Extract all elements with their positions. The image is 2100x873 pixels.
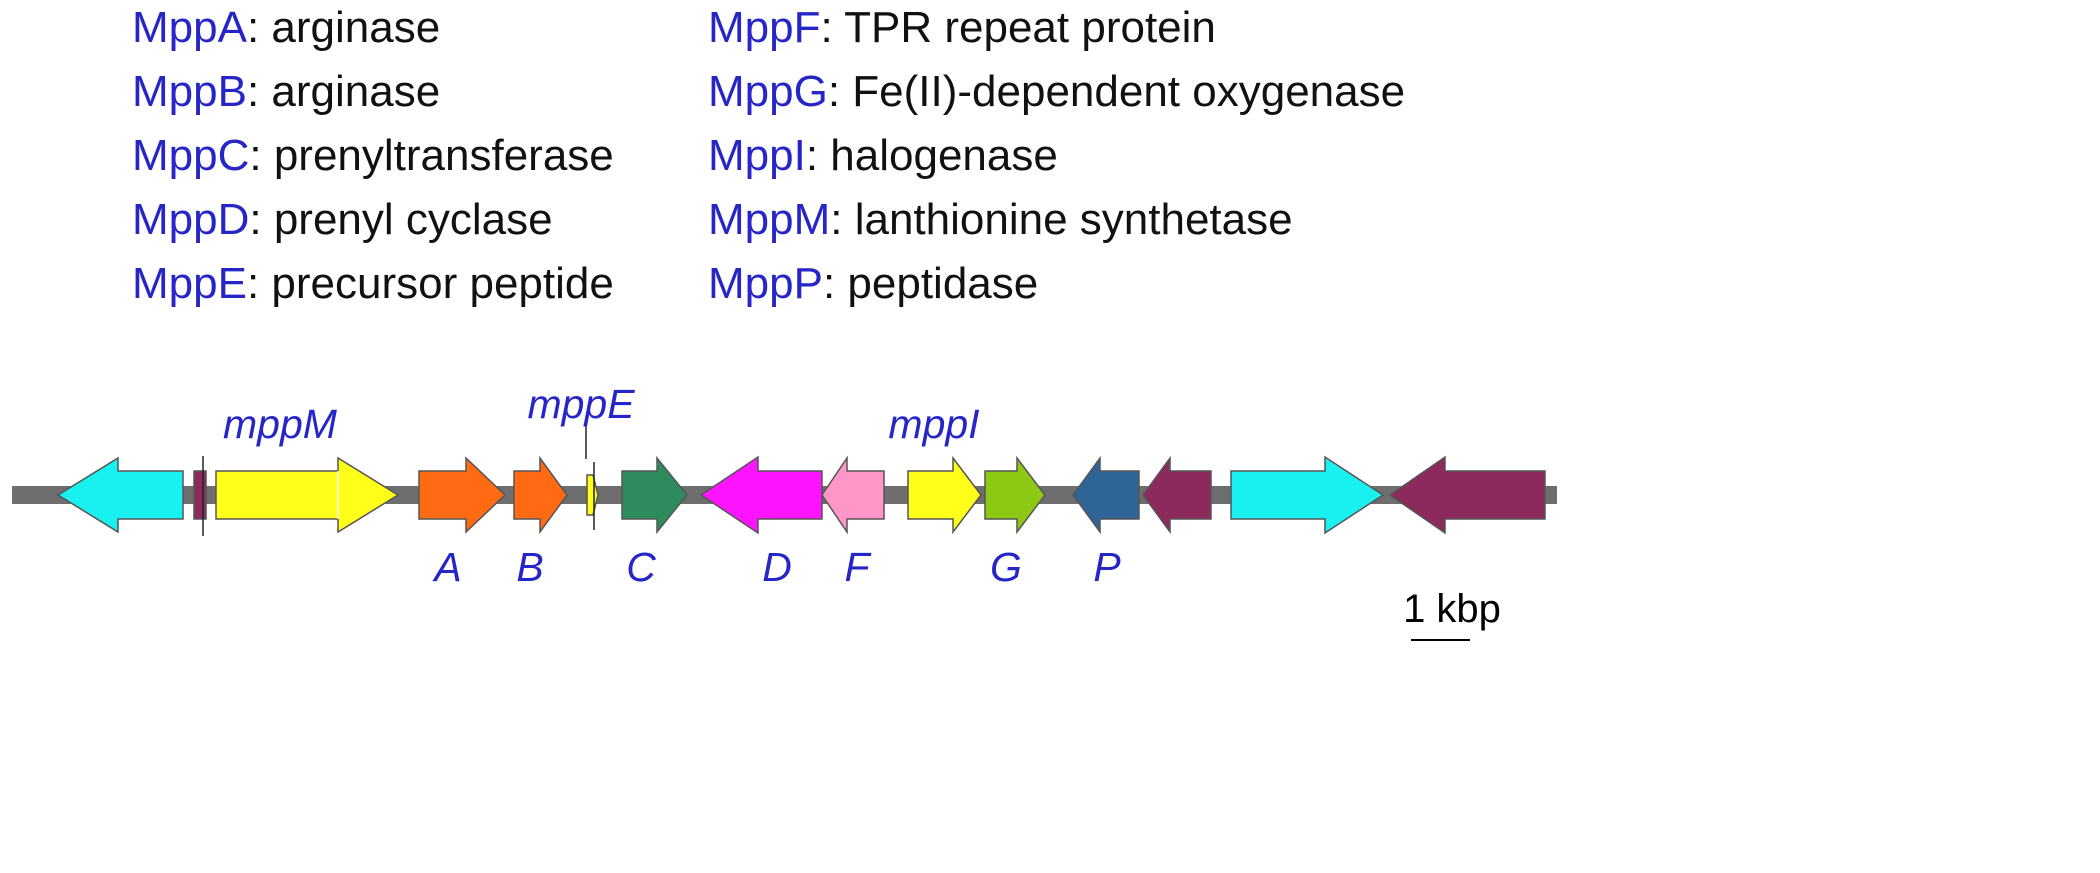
gene-label-c: C	[626, 544, 656, 590]
legend-separator: :	[249, 195, 274, 244]
legend-separator: :	[822, 259, 848, 308]
gene-label-mppe: mppE	[527, 381, 635, 427]
legend-gene-function: arginase	[271, 67, 441, 116]
legend-gene-function: peptidase	[847, 259, 1039, 308]
legend-entry-mppp: MppP: peptidase	[708, 252, 1405, 316]
legend-separator: :	[805, 131, 831, 180]
gene-arrow-maroon-small	[193, 470, 207, 520]
gene-arrow-mppc	[621, 455, 688, 535]
gene-label-d: D	[762, 544, 792, 590]
legend-entry-mppf: MppF: TPR repeat protein	[708, 0, 1405, 60]
gene-arrow-mppa	[418, 456, 507, 534]
gene-arrow-mppg	[984, 455, 1046, 535]
legend-entry-mppc: MppC: prenyltransferase	[132, 124, 614, 188]
legend-separator: :	[820, 3, 845, 52]
legend-gene-function: prenyltransferase	[273, 131, 614, 180]
legend-gene-function: arginase	[271, 3, 441, 52]
legend-gene-function: TPR repeat protein	[844, 3, 1216, 52]
gene-arrow-mppe	[586, 474, 599, 516]
legend-separator: :	[830, 195, 855, 244]
gene-label-f: F	[844, 544, 871, 590]
legend-gene-name: MppD	[132, 195, 250, 244]
legend-entry-mppg: MppG: Fe(II)-dependent oxygenase	[708, 60, 1405, 124]
legend-separator: :	[827, 67, 853, 116]
gene-label-mppi: mppI	[888, 401, 979, 447]
legend-separator: :	[249, 131, 274, 180]
legend-entry-mppd: MppD: prenyl cyclase	[132, 188, 614, 252]
gene-arrow-mppi	[907, 455, 982, 535]
legend-gene-name: MppB	[132, 67, 247, 116]
legend-entry-mppb: MppB: arginase	[132, 60, 614, 124]
gene-label-p: P	[1093, 544, 1121, 590]
gene-cluster-diagram: mppM mppE mppI A B C D F G P 1 kbp	[12, 381, 1557, 641]
gene-arrow-mppp	[1072, 455, 1140, 535]
legend-gene-name: MppI	[708, 131, 806, 180]
gene-label-a: A	[431, 544, 461, 590]
gene-label-mppm: mppM	[223, 401, 338, 447]
legend-gene-name: MppG	[708, 67, 828, 116]
legend-separator: :	[246, 67, 272, 116]
legend-separator: :	[246, 259, 272, 308]
legend-right-column: MppF: TPR repeat protein MppG: Fe(II)-de…	[708, 0, 1405, 316]
gene-arrow-mppf	[821, 455, 885, 535]
gene-arrow-maroon-right	[1388, 455, 1546, 535]
legend-gene-function: prenyl cyclase	[273, 195, 553, 244]
legend-gene-name: MppP	[708, 259, 823, 308]
legend-entry-mppm: MppM: lanthionine synthetase	[708, 188, 1405, 252]
legend-gene-function: Fe(II)-dependent oxygenase	[852, 67, 1406, 116]
legend-gene-name: MppM	[708, 195, 831, 244]
legend-gene-function: precursor peptide	[271, 259, 614, 308]
gene-label-b: B	[516, 544, 543, 590]
legend-gene-name: MppF	[708, 3, 821, 52]
legend-entry-mppe: MppE: precursor peptide	[132, 252, 614, 316]
legend-gene-function: lanthionine synthetase	[854, 195, 1293, 244]
gene-arrow-cyan-left	[56, 456, 184, 534]
legend-gene-name: MppC	[132, 131, 250, 180]
legend-gene-name: MppA	[132, 3, 247, 52]
legend-separator: :	[246, 3, 272, 52]
gene-arrow-mppd	[699, 455, 823, 535]
legend-gene-function: halogenase	[830, 131, 1058, 180]
scale-bar-label: 1 kbp	[1403, 587, 1501, 631]
legend-gene-name: MppE	[132, 259, 247, 308]
gene-label-g: G	[990, 544, 1022, 590]
legend-left-column: MppA: arginase MppB: arginase MppC: pren…	[132, 0, 614, 316]
gene-arrow-mppb	[513, 455, 568, 535]
legend-entry-mppa: MppA: arginase	[132, 0, 614, 60]
gene-arrow-cyan-right	[1230, 455, 1385, 535]
gene-arrow-maroon-mid	[1142, 455, 1212, 535]
legend-entry-mppi: MppI: halogenase	[708, 124, 1405, 188]
gene-arrow-mppm	[215, 456, 400, 534]
